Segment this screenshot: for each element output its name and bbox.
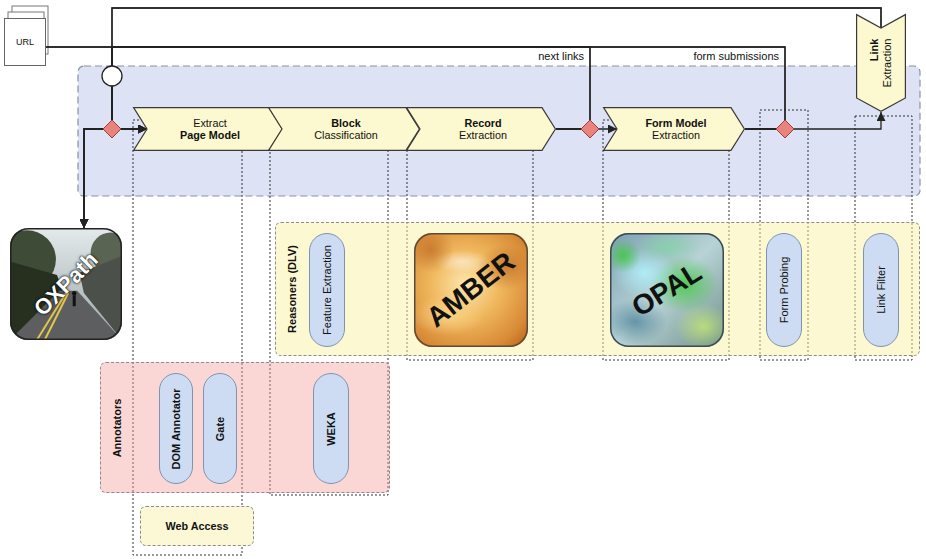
process-chevron: RecordExtraction bbox=[406, 107, 556, 151]
node-label: Extraction bbox=[459, 129, 507, 141]
node-label: WEKA bbox=[325, 412, 338, 446]
node-label: URL bbox=[16, 37, 34, 47]
decision-diamond bbox=[581, 120, 599, 138]
flow-arrow bbox=[84, 8, 881, 228]
texture-blob bbox=[610, 239, 641, 273]
text-group: Form Probing bbox=[778, 257, 791, 324]
texture-blob bbox=[675, 304, 724, 347]
edge-label: next links bbox=[536, 50, 586, 62]
tool-logo: AMBER bbox=[414, 233, 528, 347]
text-group: Annotators bbox=[111, 398, 124, 457]
node-label: Web Access bbox=[165, 520, 228, 532]
logo-border bbox=[611, 234, 724, 347]
chevron-shape bbox=[269, 108, 420, 151]
component-pill: WEKA bbox=[313, 373, 349, 484]
component-panel: Annotators DOM Annotator Gate WEKA bbox=[100, 362, 390, 493]
node-label: Feature Extraction bbox=[321, 245, 334, 335]
text-group: BlockClassification bbox=[286, 107, 406, 151]
text-group: LinkExtraction bbox=[868, 39, 893, 88]
column-bracket bbox=[407, 120, 533, 360]
text-group: WEKA bbox=[325, 412, 338, 446]
edge-label: form submissions bbox=[691, 50, 781, 62]
node-label: Annotators bbox=[111, 398, 124, 457]
node-label: DOM Annotator bbox=[170, 388, 183, 469]
text-group: DOM Annotator bbox=[170, 388, 183, 469]
decision-diamond bbox=[103, 120, 121, 138]
node-label: Form Probing bbox=[778, 257, 791, 324]
component-pill: DOM Annotator bbox=[159, 373, 193, 484]
process-chevron: ExtractPage Model bbox=[133, 107, 283, 151]
text-group: RecordExtraction bbox=[424, 107, 542, 151]
node-label: Extract bbox=[193, 117, 227, 129]
flow-arrow bbox=[745, 112, 881, 129]
flow-arrow bbox=[84, 47, 590, 228]
text-group: Gate bbox=[214, 416, 227, 440]
component-pill: Form Probing bbox=[766, 233, 802, 347]
node-label: Block bbox=[331, 117, 360, 129]
merge-circle bbox=[102, 66, 122, 86]
node-label: Classification bbox=[314, 129, 378, 141]
component-panel: Reasoners (DLV) Feature Extraction AMBER OP… bbox=[275, 222, 920, 356]
component-pill: Feature Extraction bbox=[309, 233, 345, 347]
tool-logo: OPAL bbox=[610, 233, 724, 347]
decision-diamond bbox=[776, 120, 794, 138]
node-label: Reasoners (DLV) bbox=[286, 245, 299, 333]
node-label: Form Model bbox=[645, 117, 706, 129]
texture-group bbox=[610, 233, 724, 347]
text-group: Link Filter bbox=[875, 266, 888, 314]
process-chevron: LinkExtraction bbox=[856, 14, 906, 112]
node-label: Gate bbox=[214, 416, 227, 440]
text-group: Reasoners (DLV) bbox=[286, 245, 299, 333]
node-label: Link Filter bbox=[875, 266, 888, 314]
text-group: Web Access bbox=[143, 507, 251, 545]
flow-arrow bbox=[84, 47, 785, 228]
pipeline-band bbox=[78, 66, 920, 196]
text-group: Feature Extraction bbox=[321, 245, 334, 335]
text-group: Form ModelExtraction bbox=[621, 107, 731, 151]
access-box: Web Access bbox=[140, 506, 254, 546]
node-label: Link bbox=[868, 39, 881, 88]
chevron-shape bbox=[604, 108, 745, 151]
process-chevron: BlockClassification bbox=[268, 107, 420, 151]
component-pill: Gate bbox=[203, 373, 237, 484]
node-label: Extraction bbox=[652, 129, 700, 141]
chevron-shape bbox=[407, 108, 556, 151]
logo-border bbox=[11, 229, 122, 340]
chevron-shape bbox=[134, 108, 283, 151]
text-group: URL bbox=[7, 19, 43, 65]
tool-logo: OXPath bbox=[10, 228, 122, 340]
chevron-shape bbox=[857, 15, 906, 112]
document-icon: URL bbox=[4, 18, 46, 66]
photo-group bbox=[10, 228, 122, 340]
logo-border bbox=[415, 234, 528, 347]
node-label: Page Model bbox=[180, 129, 240, 141]
process-chevron: Form ModelExtraction bbox=[603, 107, 745, 151]
flow-arrow bbox=[46, 47, 147, 129]
node-label: Record bbox=[464, 117, 501, 129]
node-label: Extraction bbox=[881, 39, 894, 88]
component-pill: Link Filter bbox=[863, 233, 899, 347]
photo-figure bbox=[73, 295, 76, 306]
text-group: ExtractPage Model bbox=[151, 107, 269, 151]
texture-group bbox=[414, 233, 528, 347]
